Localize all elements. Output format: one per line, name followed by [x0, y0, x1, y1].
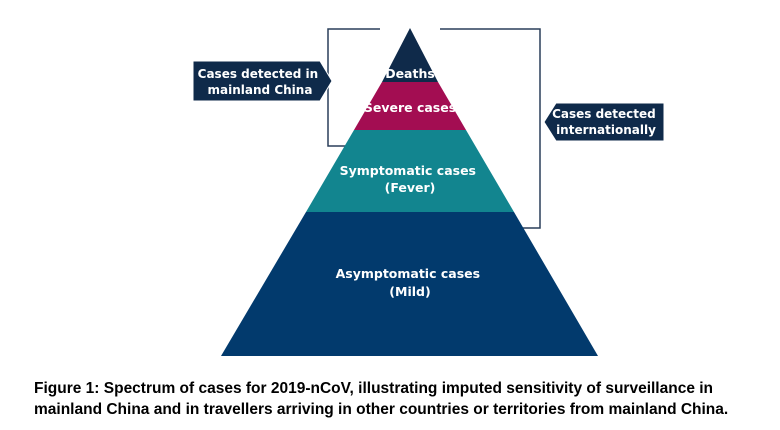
figure-caption: Figure 1: Spectrum of cases for 2019-nCo… [34, 380, 729, 418]
tier-label-deaths: Deaths [385, 66, 435, 81]
mainland-callout [192, 60, 333, 102]
tier-label-severe: Severe cases [364, 100, 456, 115]
international-bracket [440, 28, 541, 229]
case-spectrum-diagram: Deaths Severe cases Symptomatic cases (F… [192, 28, 665, 356]
mainland-callout-text: Cases detected in mainland China [198, 67, 323, 97]
international-callout-text: Cases detected internationally [552, 107, 660, 137]
tier-asymptomatic-cases [221, 212, 598, 356]
international-callout [543, 102, 665, 142]
tier-label-symptomatic: Symptomatic cases (Fever) [340, 163, 481, 195]
tier-severe-cases [354, 82, 466, 130]
tier-label-asymptomatic: Asymptomatic cases (Mild) [336, 266, 485, 299]
tier-symptomatic-cases [306, 130, 514, 212]
tier-deaths [382, 28, 438, 82]
